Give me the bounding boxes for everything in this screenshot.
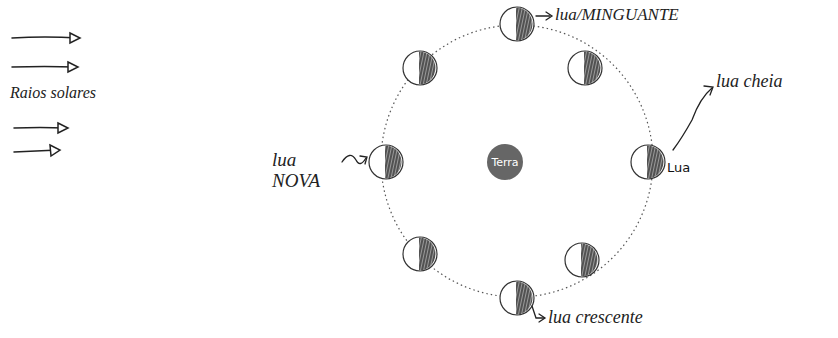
sun-rays-label: Raios solares <box>10 84 96 102</box>
moon-shadow <box>516 282 533 315</box>
moon-shadow <box>647 146 664 179</box>
moon-shadow <box>385 146 402 179</box>
moon-circle <box>500 281 534 315</box>
moon-circles <box>369 7 665 315</box>
moon-shadow <box>419 238 436 271</box>
earth-circle: Terra <box>487 144 523 180</box>
moon-circle <box>565 243 599 277</box>
earth-label: Terra <box>491 156 518 169</box>
moon-circle <box>631 145 665 179</box>
phase-label: lua NOVA <box>272 150 334 192</box>
moon-circle <box>403 237 437 271</box>
phase-label: lua/MINGUANTE <box>555 6 679 25</box>
moon-circle <box>568 51 602 85</box>
moon-circle <box>369 145 403 179</box>
moon-shadow <box>584 52 601 85</box>
moon-shadow <box>419 52 436 85</box>
phase-label: lua crescente <box>548 308 643 328</box>
phase-label: lua cheia <box>716 72 782 92</box>
moon-label: Lua <box>667 160 690 175</box>
leader-arrows <box>342 12 713 322</box>
moon-shadow <box>581 244 598 277</box>
moon-shadow <box>516 8 533 41</box>
moon-node: Lua <box>631 145 665 179</box>
orbit <box>381 25 653 297</box>
moon-circle <box>500 7 534 41</box>
moon-circle <box>403 51 437 85</box>
